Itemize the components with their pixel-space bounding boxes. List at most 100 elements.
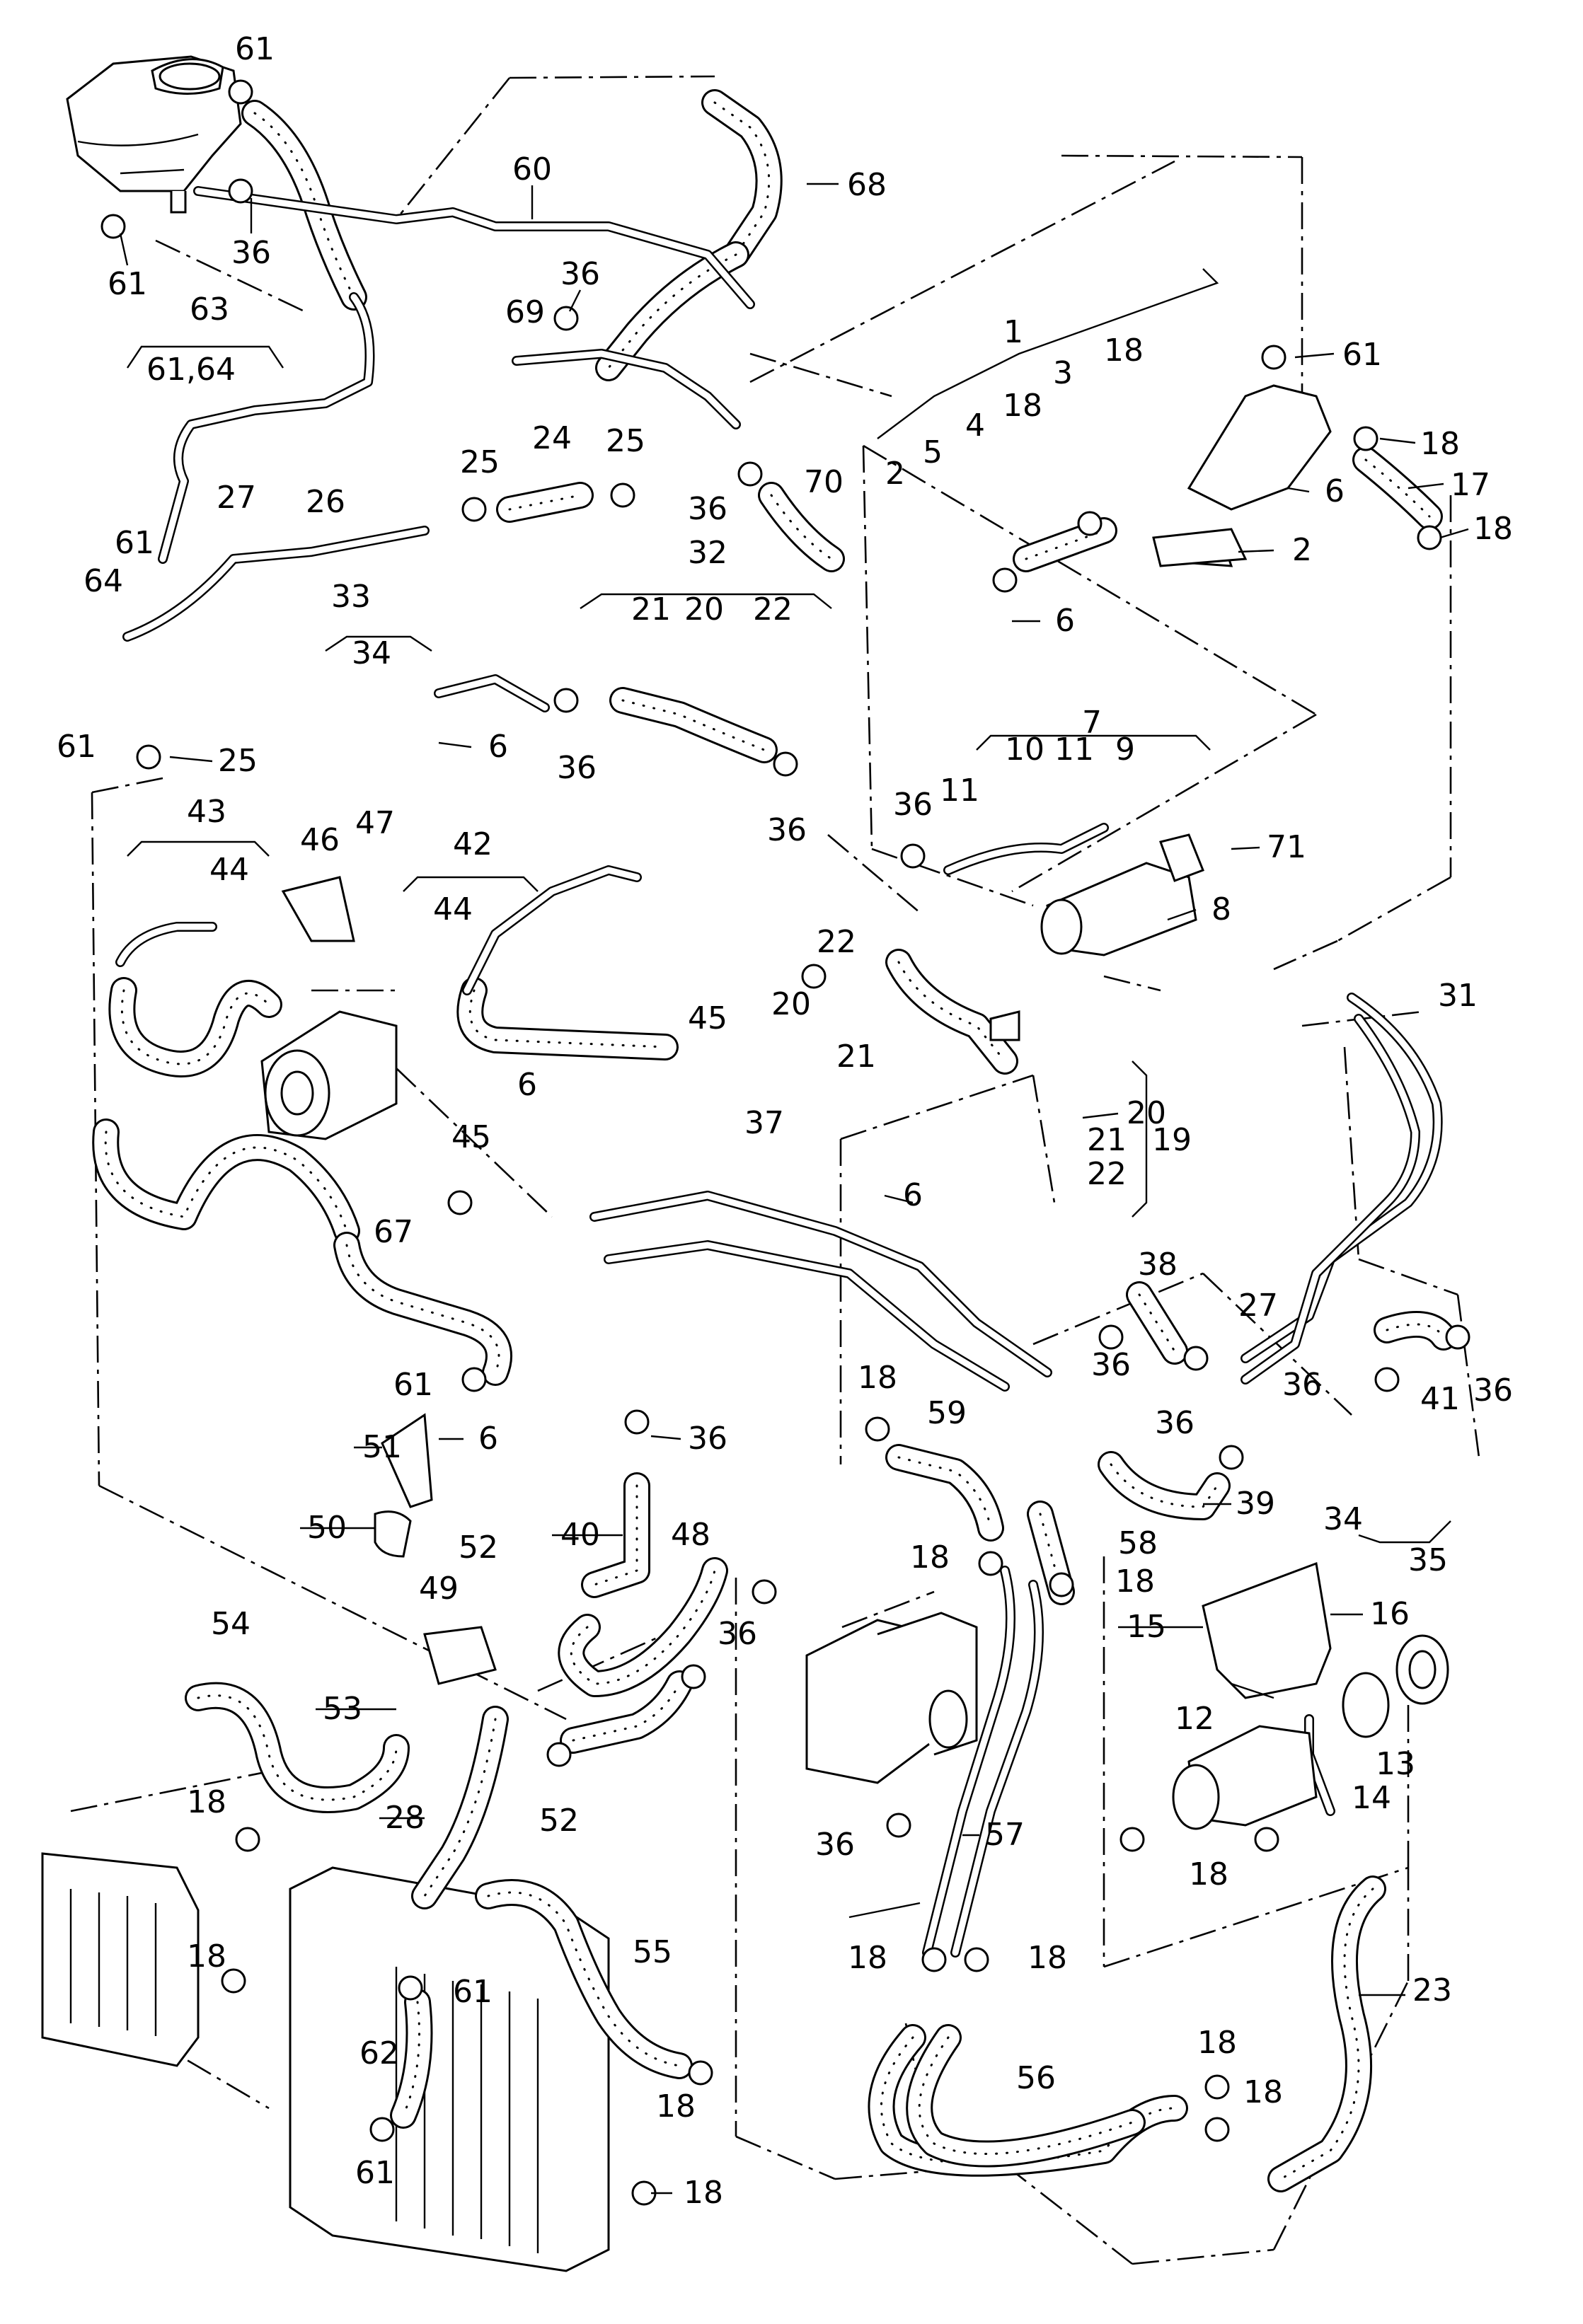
callout-50: 50 bbox=[307, 1510, 347, 1546]
callout-18: 18 bbox=[1189, 1856, 1228, 1892]
callout-46: 46 bbox=[300, 822, 340, 858]
callout-20: 20 bbox=[684, 591, 724, 628]
callout-7: 7 bbox=[1082, 705, 1102, 741]
callout-18: 18 bbox=[187, 1938, 226, 1975]
callout-24: 24 bbox=[532, 420, 572, 456]
callout-38: 38 bbox=[1138, 1247, 1178, 1283]
callout-36: 36 bbox=[560, 256, 600, 292]
callout-8: 8 bbox=[1211, 891, 1231, 927]
callout-59: 59 bbox=[927, 1395, 967, 1431]
callout-61: 61 bbox=[1342, 337, 1382, 373]
callout-6: 6 bbox=[903, 1177, 923, 1213]
callout-25: 25 bbox=[460, 444, 500, 480]
callout-1: 1 bbox=[1003, 314, 1023, 350]
callout-3: 3 bbox=[1053, 355, 1073, 391]
callout-31: 31 bbox=[1438, 978, 1478, 1014]
leader-lines bbox=[119, 183, 1469, 2195]
callout-6: 6 bbox=[478, 1421, 498, 1457]
callout-14: 14 bbox=[1352, 1780, 1391, 1816]
callout-4: 4 bbox=[965, 407, 985, 444]
callout-26: 26 bbox=[306, 484, 345, 520]
callout-33: 33 bbox=[331, 579, 371, 615]
callout-20: 20 bbox=[771, 986, 811, 1022]
hoses bbox=[92, 89, 1457, 2192]
callout-10: 10 bbox=[1005, 732, 1044, 768]
callout-69: 69 bbox=[505, 294, 545, 330]
callout-34: 34 bbox=[352, 635, 391, 671]
callout-11: 11 bbox=[940, 773, 979, 809]
callout-45: 45 bbox=[688, 1000, 727, 1036]
callout-34: 34 bbox=[1323, 1501, 1363, 1537]
callout-5: 5 bbox=[923, 434, 943, 470]
callout-12: 12 bbox=[1175, 1701, 1214, 1737]
callout-49: 49 bbox=[419, 1571, 459, 1607]
callout-2: 2 bbox=[1292, 532, 1312, 568]
radiator bbox=[41, 1852, 610, 2272]
callout-36: 36 bbox=[893, 787, 933, 823]
callout-51: 51 bbox=[362, 1429, 402, 1465]
callout-17: 17 bbox=[1451, 467, 1490, 503]
callout-36: 36 bbox=[1155, 1405, 1195, 1441]
callout-56: 56 bbox=[1016, 2060, 1056, 2096]
callout-53: 53 bbox=[323, 1691, 362, 1727]
expansion-tank bbox=[66, 55, 242, 214]
callout-63: 63 bbox=[190, 291, 229, 328]
callout-18: 18 bbox=[1003, 388, 1042, 424]
callout-6: 6 bbox=[1325, 473, 1345, 509]
callout-18: 18 bbox=[1243, 2074, 1283, 2110]
callout-16: 16 bbox=[1370, 1596, 1410, 1632]
callout-11: 11 bbox=[1054, 732, 1094, 768]
callout-61: 61 bbox=[57, 729, 96, 765]
callout-40: 40 bbox=[560, 1517, 600, 1553]
callout-2: 2 bbox=[885, 456, 905, 492]
callout-52: 52 bbox=[459, 1530, 498, 1566]
callout-42: 42 bbox=[453, 826, 493, 862]
callout-6: 6 bbox=[488, 729, 508, 765]
callout-18: 18 bbox=[848, 1940, 887, 1976]
callout-36: 36 bbox=[1091, 1347, 1131, 1383]
callout-22: 22 bbox=[753, 591, 793, 628]
callout-15: 15 bbox=[1127, 1609, 1166, 1645]
callout-36: 36 bbox=[767, 812, 807, 848]
callout-27: 27 bbox=[217, 480, 256, 516]
callout-27: 27 bbox=[1238, 1288, 1278, 1324]
callout-28: 28 bbox=[385, 1800, 425, 1836]
callout-18: 18 bbox=[1420, 426, 1460, 462]
callout-45: 45 bbox=[451, 1119, 491, 1155]
assembly-boundaries bbox=[70, 75, 1480, 2265]
callout-36: 36 bbox=[1282, 1367, 1322, 1403]
callout-62: 62 bbox=[359, 2035, 399, 2071]
callout-70: 70 bbox=[804, 464, 844, 500]
callout-41: 41 bbox=[1420, 1381, 1460, 1417]
callout-57: 57 bbox=[985, 1817, 1025, 1853]
callout-58: 58 bbox=[1118, 1525, 1158, 1561]
callout-67: 67 bbox=[374, 1214, 413, 1250]
callout-61: 61 bbox=[235, 31, 275, 67]
callout-22: 22 bbox=[1087, 1156, 1127, 1192]
callout-19: 19 bbox=[1152, 1122, 1192, 1158]
callout-44: 44 bbox=[209, 852, 249, 888]
callout-18: 18 bbox=[1197, 2025, 1237, 2061]
callout-61: 61 bbox=[108, 266, 147, 302]
callout-32: 32 bbox=[688, 535, 727, 571]
callout-18: 18 bbox=[684, 2175, 723, 2211]
callout-18: 18 bbox=[1027, 1940, 1067, 1976]
callout-18: 18 bbox=[858, 1360, 897, 1396]
callout-64: 64 bbox=[84, 563, 123, 599]
callout-43: 43 bbox=[187, 794, 226, 830]
callout-37: 37 bbox=[744, 1105, 784, 1141]
callout-36: 36 bbox=[688, 1421, 727, 1457]
callout-39: 39 bbox=[1236, 1486, 1275, 1522]
pipes bbox=[115, 186, 1443, 1958]
callout-36: 36 bbox=[688, 491, 727, 527]
callout-61: 61 bbox=[393, 1367, 433, 1403]
callout-20: 20 bbox=[1127, 1095, 1166, 1131]
callout-52: 52 bbox=[539, 1803, 579, 1839]
callout-23: 23 bbox=[1412, 1972, 1452, 2008]
callout-60: 60 bbox=[512, 151, 552, 187]
callout-18: 18 bbox=[656, 2088, 696, 2124]
callout-13: 13 bbox=[1376, 1746, 1415, 1782]
callout-68: 68 bbox=[847, 167, 887, 203]
